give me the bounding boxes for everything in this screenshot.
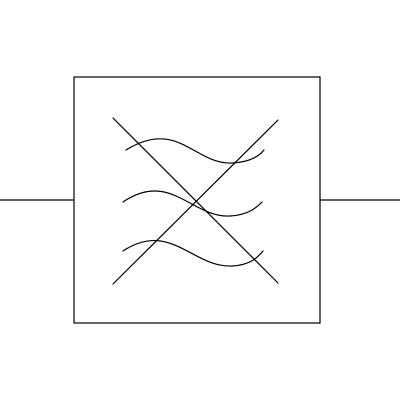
wave-line-bottom — [122, 239, 264, 267]
wave-line-top — [125, 138, 265, 164]
diagonal-line-falling — [112, 117, 279, 284]
diagonal-line-rising — [112, 119, 279, 285]
wave-line-middle — [122, 190, 263, 217]
